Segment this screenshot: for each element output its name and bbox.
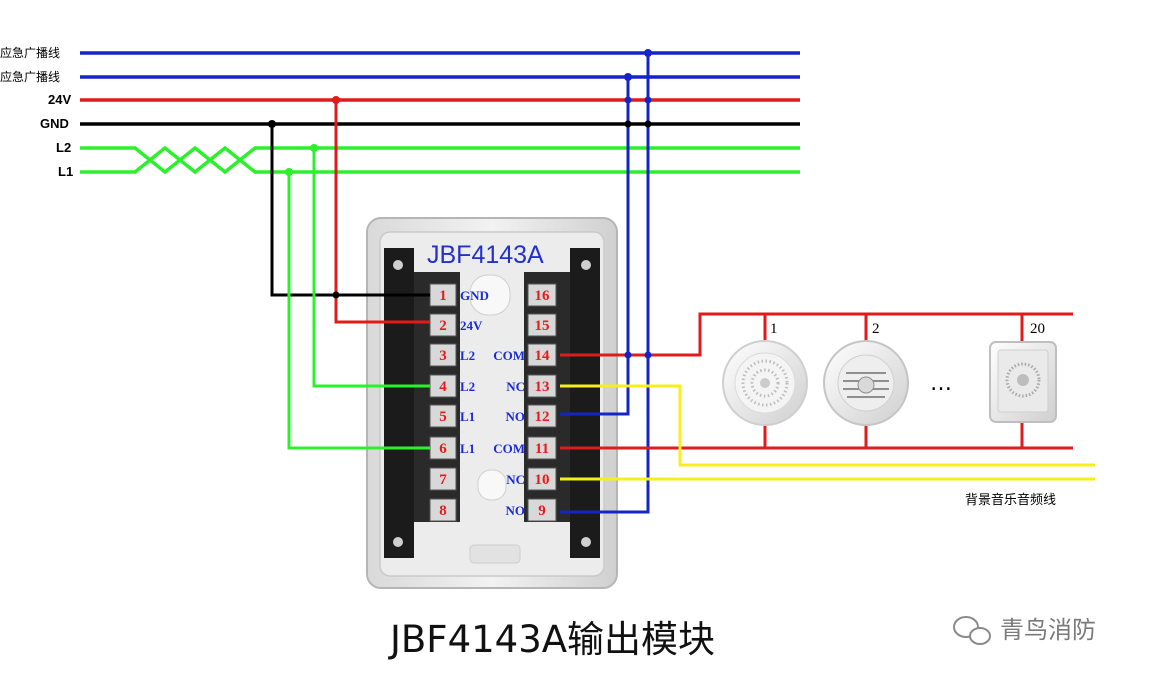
- left-terminal-3: [429, 343, 457, 367]
- left-terminal-number: 8: [439, 503, 447, 519]
- right-terminal-number: 14: [535, 348, 551, 364]
- diagram-caption: JBF4143A输出模块: [388, 618, 715, 661]
- bus-label-l1: L1: [58, 164, 73, 179]
- right-terminal-14: [527, 343, 557, 367]
- right-terminal-label: COM: [493, 441, 525, 456]
- left-terminal-8: [429, 498, 457, 522]
- speaker-20: [989, 341, 1057, 423]
- bus-label-24v: 24V: [48, 92, 71, 107]
- l2-line: [80, 145, 800, 175]
- left-terminal-number: 4: [439, 379, 447, 395]
- module-enclosure: [366, 217, 618, 589]
- right-terminal-strip: [570, 248, 600, 558]
- left-terminal-number: 3: [439, 348, 447, 364]
- output-wires: [560, 49, 1095, 514]
- right-terminal-label: NO: [506, 503, 526, 518]
- gnd-drop-wire: [270, 124, 430, 297]
- right-terminal-12: [527, 404, 557, 428]
- left-terminal-number: 5: [439, 409, 447, 425]
- left-terminal-label: L2: [460, 379, 475, 394]
- left-terminal-number: 2: [439, 318, 447, 334]
- left-terminal-5: [429, 404, 457, 428]
- right-terminal-number: 10: [535, 472, 550, 488]
- l1-line: [80, 145, 800, 175]
- left-terminal-number: 6: [439, 441, 447, 457]
- right-terminal-label: NO: [506, 409, 526, 424]
- left-terminal-7: [429, 467, 457, 491]
- right-terminal-label: COM: [493, 348, 525, 363]
- left-terminal-label: L1: [460, 409, 475, 424]
- left-terminal-number: 7: [439, 472, 447, 488]
- speaker-number-first: 1: [770, 321, 778, 337]
- right-terminal-number: 9: [538, 503, 546, 519]
- left-terminal-label: 24V: [460, 318, 483, 333]
- module-feed-wires: [268, 96, 430, 450]
- right-terminal-label: NC: [506, 379, 525, 394]
- right-terminal-15: [527, 313, 557, 337]
- left-terminal-strip: [384, 248, 414, 558]
- left-terminal-label: L1: [460, 441, 475, 456]
- bgm-audio-line-label: 背景音乐音频线: [965, 492, 1056, 508]
- l1-drop-wire: [287, 172, 430, 450]
- speaker-1: [722, 340, 808, 426]
- module-model-label: JBF4143A: [427, 241, 544, 269]
- bus-wires: [80, 51, 800, 175]
- nc13-bgm-wire: [560, 384, 1095, 467]
- bus-label-emergency-1: 应急广播线: [0, 45, 60, 60]
- wechat-icon: [953, 616, 991, 645]
- right-terminal-number: 13: [535, 379, 550, 395]
- right-terminal-number: 15: [535, 318, 550, 334]
- bus-label-gnd: GND: [40, 116, 69, 131]
- right-terminal-number: 12: [535, 409, 550, 425]
- right-terminal-number: 11: [535, 441, 549, 457]
- right-terminal-13: [527, 374, 557, 398]
- right-terminal-11: [527, 436, 557, 460]
- right-terminal-label: NC: [506, 472, 525, 487]
- bus-label-l2: L2: [56, 140, 71, 155]
- emergency-to-no12-wire: [560, 77, 630, 416]
- watermark: 青鸟消防: [953, 616, 1096, 645]
- right-terminal-10: [527, 467, 557, 491]
- speaker-number-last: 20: [1030, 321, 1045, 337]
- bus-label-emergency-2: 应急广播线: [0, 69, 60, 84]
- right-terminal-16: [527, 283, 557, 307]
- right-terminal-9: [527, 498, 557, 522]
- speaker-ellipsis: …: [930, 371, 952, 396]
- emergency-to-no9-wire: [560, 53, 650, 514]
- left-terminal-label: GND: [460, 288, 489, 303]
- right-terminal-number: 16: [535, 288, 551, 304]
- l2-drop-wire: [312, 148, 430, 388]
- left-terminal-number: 1: [439, 288, 447, 304]
- power-drop-wire: [334, 100, 430, 324]
- left-terminal-2: [429, 313, 457, 337]
- left-terminal-label: L2: [460, 348, 475, 363]
- speaker-number-second: 2: [872, 321, 880, 337]
- watermark-text: 青鸟消防: [1000, 616, 1096, 644]
- speaker-2: [823, 340, 909, 426]
